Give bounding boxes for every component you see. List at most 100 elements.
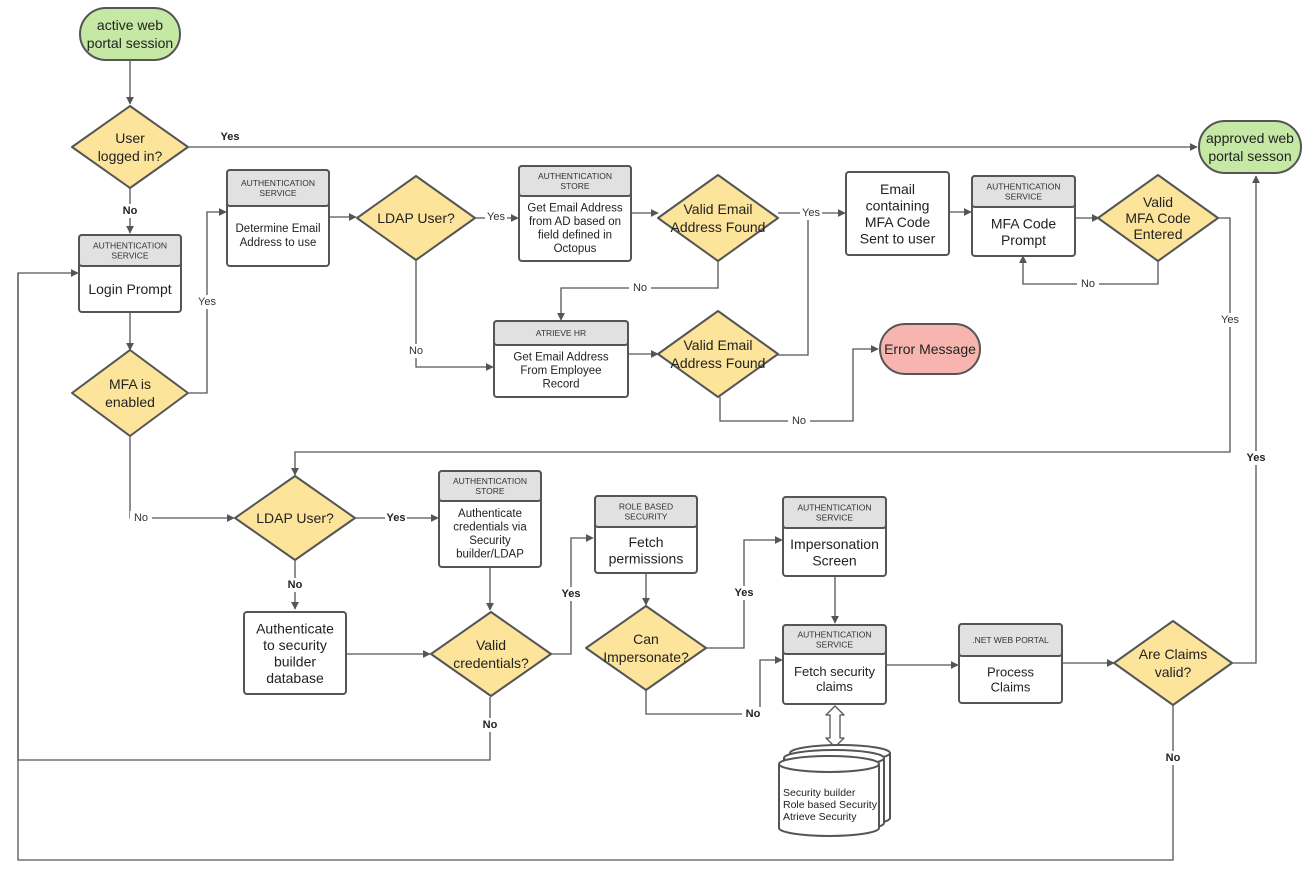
label-imp_no: No bbox=[742, 707, 764, 721]
label-creds_no-text: No bbox=[483, 719, 498, 731]
auth_db-label-line-2: to security bbox=[263, 637, 327, 653]
database-label-line-3: Atrieve Security bbox=[783, 811, 857, 823]
label-email2_no-text: No bbox=[792, 415, 806, 427]
auth_creds-header-text-line-1: AUTHENTICATION bbox=[453, 476, 527, 486]
auth_db-label-line-3: builder bbox=[274, 653, 316, 669]
label-mfa_yes-bg bbox=[196, 295, 218, 309]
label-creds_no: No bbox=[479, 718, 501, 732]
auth_creds-label-line-2: credentials via bbox=[453, 521, 527, 533]
label-ldap_bottom_no-bg bbox=[284, 578, 306, 592]
valid_creds-shape bbox=[430, 611, 552, 697]
start-label-line-2: portal session bbox=[87, 35, 173, 51]
error-shape bbox=[879, 323, 981, 375]
email_mfa-box bbox=[845, 171, 950, 256]
fetch_claims-label-line-1: Fetch security bbox=[794, 664, 875, 679]
get_email_ad-header-text-line-1: AUTHENTICATION bbox=[538, 171, 612, 181]
label-creds_yes-text: Yes bbox=[562, 588, 581, 600]
label-logged_no-bg bbox=[119, 204, 141, 218]
label-claims_no: No bbox=[1162, 751, 1184, 765]
process_claims-label-line-2: Claims bbox=[991, 680, 1031, 695]
label-ldap_bottom_yes: Yes bbox=[385, 511, 407, 525]
label-ldap_top_no-text: No bbox=[409, 345, 423, 357]
label-email1_no: No bbox=[629, 281, 651, 295]
process_claims-header bbox=[958, 623, 1063, 657]
label-ldap_bottom_no-text: No bbox=[288, 579, 303, 591]
user_logged_in-label-line-1: User bbox=[115, 130, 145, 146]
label-imp_no-text: No bbox=[746, 708, 761, 720]
label-claims_yes-bg bbox=[1245, 451, 1267, 465]
label-ldap_bottom_yes-text: Yes bbox=[387, 512, 406, 524]
label-imp_no-bg bbox=[742, 707, 764, 721]
valid_mfa-label-line-2: MFA Code bbox=[1125, 210, 1191, 226]
mfa_prompt-header bbox=[971, 175, 1076, 208]
start-label-line-1: active web bbox=[97, 17, 163, 33]
error-label-line-1: Error Message bbox=[884, 341, 976, 357]
database-cylinder-3 bbox=[778, 755, 880, 837]
valid_mfa-label-line-1: Valid bbox=[1143, 194, 1173, 210]
edge-ldap-top-no bbox=[415, 260, 494, 371]
claims_valid-label-line-1: Are Claims bbox=[1139, 646, 1207, 662]
label-ldap_top_yes: Yes bbox=[485, 210, 507, 224]
label-imp_yes: Yes bbox=[733, 586, 755, 600]
valid_email_1-label-line-2: Address Found bbox=[671, 219, 766, 235]
determine_email-header bbox=[226, 169, 330, 207]
valid_creds-label-line-1: Valid bbox=[476, 637, 506, 653]
valid_mfa-shape bbox=[1097, 174, 1219, 262]
ldap_user_top-decision: LDAP User? bbox=[356, 175, 476, 261]
auth_db-label-line-4: database bbox=[266, 670, 324, 686]
edge-labels: YesNoYesNoYesNoYesNoNoNoYesYesNoYesNoYes… bbox=[119, 130, 1267, 765]
login-header bbox=[78, 234, 182, 267]
database-label-line-2: Role based Security bbox=[783, 799, 878, 811]
nodes: active web portal session approved webport… bbox=[71, 7, 1302, 837]
auth_creds-label-line-1: Authenticate bbox=[458, 508, 522, 520]
mfa_enabled-label-line-1: MFA is bbox=[109, 376, 151, 392]
label-valid_mfa_no-text: No bbox=[1081, 278, 1095, 290]
atrieve_hr-label-line-3: Record bbox=[542, 379, 579, 391]
email_mfa-label-line-4: Sent to user bbox=[860, 230, 936, 246]
label-ldap_top_no: No bbox=[405, 344, 427, 358]
email_mfa-label-line-3: MFA Code bbox=[865, 214, 931, 230]
error-terminal: Error Message bbox=[879, 323, 981, 375]
label-valid_mfa_yes: Yes bbox=[1219, 313, 1241, 327]
label-valid_mfa_yes-bg bbox=[1219, 313, 1241, 327]
auth_creds-header-text-line-2: STORE bbox=[475, 486, 504, 496]
label-email2_no: No bbox=[788, 414, 810, 428]
label-email1_yes: Yes bbox=[800, 206, 822, 220]
label-email1_yes-bg bbox=[800, 206, 822, 220]
ldap_user_bottom-decision: LDAP User? bbox=[234, 475, 356, 561]
mfa_prompt-header-text-line-1: AUTHENTICATION bbox=[987, 182, 1061, 192]
fetch_claims-header-text-line-2: SERVICE bbox=[816, 640, 853, 650]
label-claims_no-bg bbox=[1162, 751, 1184, 765]
auth_db-label-line-1: Authenticate bbox=[256, 620, 334, 636]
user_logged_in-shape bbox=[71, 105, 189, 189]
ldap_user_top-label-line-1: LDAP User? bbox=[377, 210, 455, 226]
valid_email_2-shape bbox=[657, 310, 779, 398]
label-valid_mfa_no: No bbox=[1077, 277, 1099, 291]
valid_email_1-label-line-1: Valid Email bbox=[684, 201, 753, 217]
edge-valid2-no bbox=[719, 345, 879, 422]
get_email_ad-header-text-line-2: STORE bbox=[560, 181, 589, 191]
atrieve_hr-header-text-line-1: ATRIEVE HR bbox=[536, 328, 586, 338]
edge-claims-yes bbox=[1232, 175, 1260, 664]
login-header-text-line-1: AUTHENTICATION bbox=[93, 241, 167, 251]
impersonation-header bbox=[782, 496, 887, 529]
mfa_enabled-label-line-2: enabled bbox=[105, 394, 155, 410]
process_claims-label-line-1: Process bbox=[987, 665, 1034, 680]
claims_valid-shape bbox=[1113, 620, 1233, 706]
